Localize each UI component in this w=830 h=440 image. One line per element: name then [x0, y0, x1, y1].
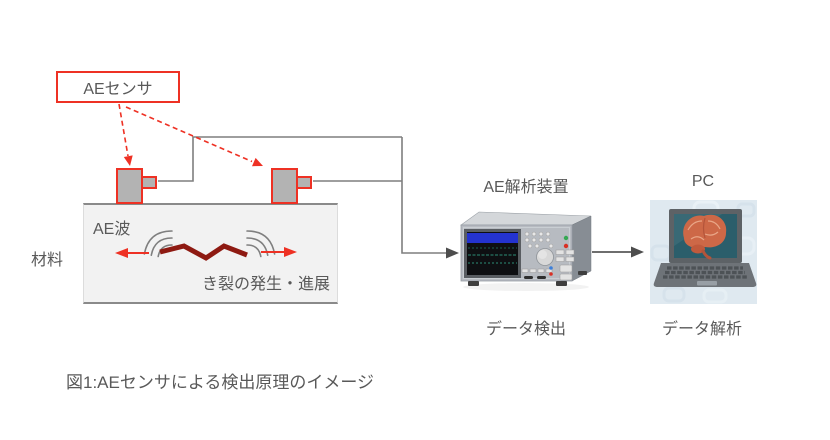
crack-line — [159, 243, 248, 261]
ae-sensor-left — [116, 168, 157, 204]
ae-sensor-callout-label: AEセンサ — [83, 81, 153, 98]
analyzer-led-blue — [549, 266, 553, 270]
material-label: 材料 — [30, 252, 63, 269]
crack-propagation-arrows — [115, 247, 297, 258]
analyzer-led-red — [563, 243, 569, 249]
pc-illustration — [650, 200, 757, 304]
analyzer-led-red2 — [549, 272, 553, 276]
figure-caption: 図1:AEセンサによる検出原理のイメージ — [66, 373, 375, 392]
laptop-trackpad — [697, 281, 717, 286]
crack-label: き裂の発生・進展 — [201, 276, 330, 293]
brain-icon — [683, 214, 727, 260]
callout-arrowhead-right — [252, 157, 263, 167]
analyzer-input-arrowhead — [446, 247, 459, 259]
pc-caption: データ解析 — [661, 321, 742, 338]
analyzer-round-buttons — [524, 231, 554, 249]
ae-sensor-left-connector — [141, 176, 157, 189]
analyzer-led-green — [563, 235, 569, 241]
ae-wave-label: AE波 — [93, 221, 131, 238]
analyzer-keys — [521, 249, 575, 281]
ae-wave-arcs-left — [143, 230, 173, 258]
analyzer-title: AE解析装置 — [483, 179, 569, 196]
ae-sensor-right-connector — [296, 176, 312, 189]
pc-title: PC — [691, 173, 715, 190]
ae-sensor-callout: AEセンサ — [56, 71, 180, 103]
sensor-wires — [158, 136, 446, 254]
analyzer-caption: データ検出 — [485, 321, 566, 338]
ae-sensor-right — [271, 168, 312, 204]
laptop-keyboard — [663, 266, 747, 279]
analyzer-to-pc-arrow — [592, 246, 644, 258]
callout-arrows — [118, 103, 253, 163]
ae-analyzer-illustration — [460, 211, 592, 291]
callout-arrowhead-left — [123, 155, 133, 166]
